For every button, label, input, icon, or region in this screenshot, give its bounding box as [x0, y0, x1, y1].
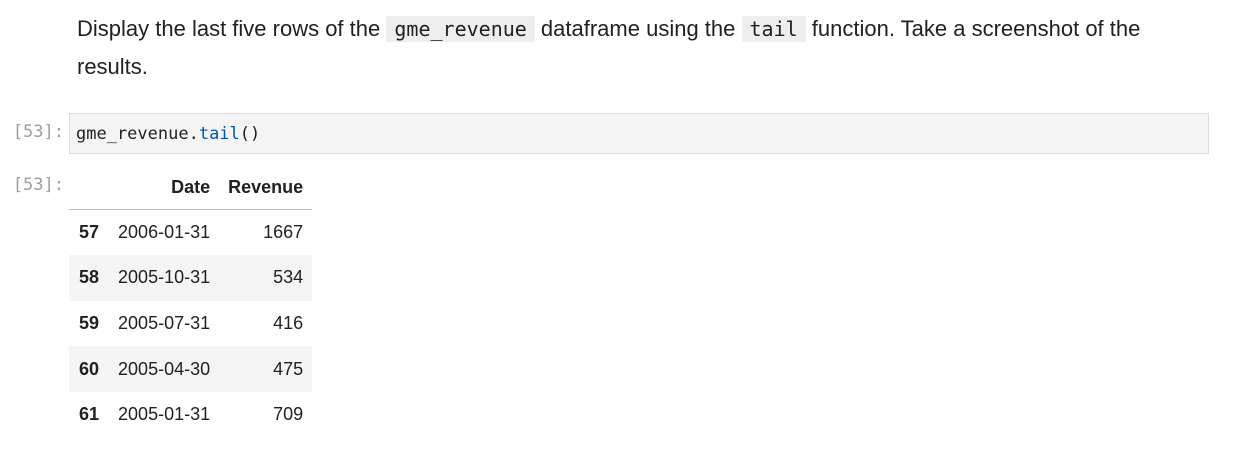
table-row: 58 2005-10-31 534 [69, 255, 313, 301]
row-index: 61 [79, 404, 100, 425]
table-row: 60 2005-04-30 475 [69, 346, 313, 392]
row-index: 58 [79, 267, 100, 288]
revenue-cell: 416 [273, 312, 304, 333]
column-header-revenue: Revenue [219, 165, 313, 210]
markdown-cell: Display the last five rows of the gme_re… [77, 10, 1207, 85]
revenue-cell: 534 [273, 267, 304, 288]
date-cell: 2006-01-31 [118, 222, 211, 243]
table-row: 59 2005-07-31 416 [69, 300, 313, 347]
inline-code-dataframe: gme_revenue [386, 16, 535, 42]
code-method: tail [198, 123, 240, 144]
row-index: 59 [79, 312, 100, 333]
inline-code-function: tail [741, 16, 806, 42]
table-row: 57 2006-01-31 1667 [69, 209, 313, 256]
index-header [69, 165, 110, 210]
date-cell: 2005-10-31 [118, 267, 211, 288]
date-cell: 2005-01-31 [118, 404, 211, 425]
dataframe-table: Date Revenue 57 2006-01-31 1667 58 2005-… [69, 165, 313, 438]
markdown-text: Display the last five rows of the [77, 16, 387, 41]
date-cell: 2005-04-30 [118, 358, 211, 379]
revenue-cell: 709 [273, 404, 304, 425]
code-object: gme_revenue. [76, 123, 199, 144]
code-cell-editor[interactable]: gme_revenue.tail() [69, 113, 1209, 154]
output-prompt: [53]: [12, 175, 64, 195]
markdown-text: dataframe using the [534, 16, 742, 41]
markdown-text: function. Take a screenshot of the resul… [77, 16, 1141, 79]
output-area: Date Revenue 57 2006-01-31 1667 58 2005-… [69, 165, 313, 438]
row-index: 57 [79, 222, 100, 243]
table-header-row: Date Revenue [69, 165, 313, 210]
date-cell: 2005-07-31 [118, 312, 211, 333]
input-prompt: [53]: [12, 122, 64, 142]
code-args: () [239, 123, 261, 144]
revenue-cell: 475 [273, 358, 304, 379]
row-index: 60 [79, 358, 100, 379]
table-row: 61 2005-01-31 709 [69, 391, 313, 438]
column-header-date: Date [109, 165, 220, 210]
revenue-cell: 1667 [263, 222, 304, 243]
